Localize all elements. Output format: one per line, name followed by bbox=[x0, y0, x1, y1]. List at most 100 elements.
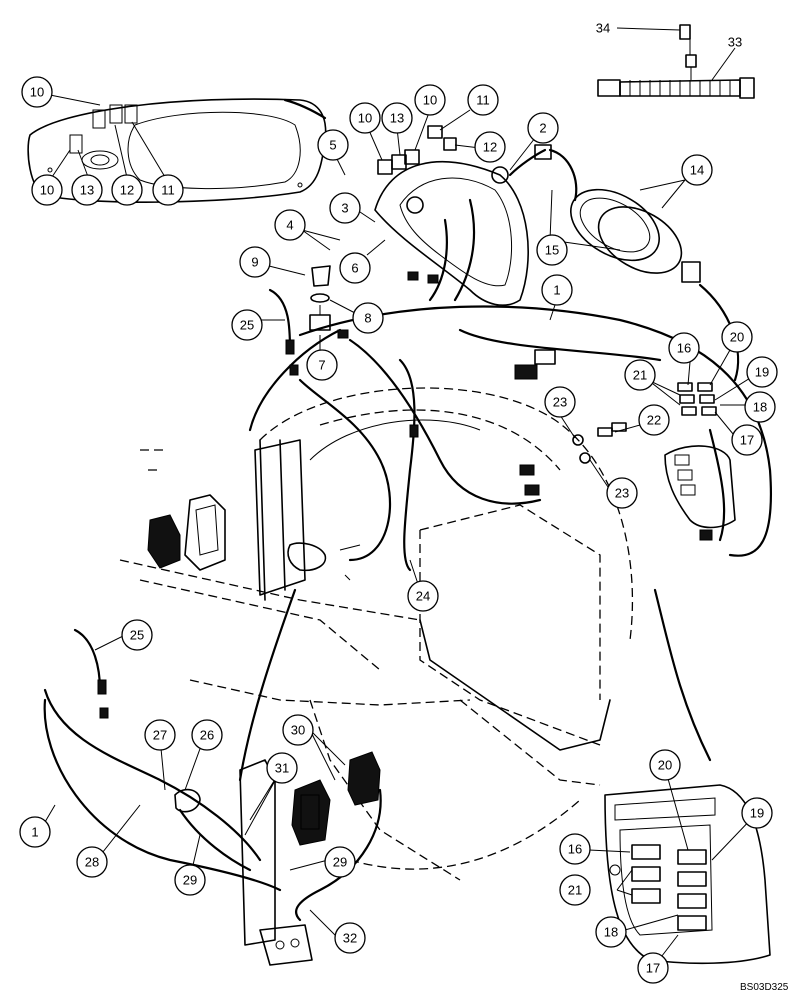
callout: 29 bbox=[174, 864, 206, 896]
svg-text:10: 10 bbox=[40, 183, 54, 198]
svg-text:17: 17 bbox=[740, 433, 754, 448]
svg-text:14: 14 bbox=[690, 163, 704, 178]
svg-text:32: 32 bbox=[343, 931, 357, 946]
svg-text:33: 33 bbox=[728, 35, 742, 50]
callout-plain: 34 bbox=[596, 21, 610, 36]
callout: 6 bbox=[339, 252, 371, 284]
svg-text:1: 1 bbox=[31, 825, 38, 840]
svg-text:20: 20 bbox=[730, 330, 744, 345]
callout: 14 bbox=[681, 154, 713, 186]
drawing-id: BS03D325 bbox=[740, 982, 789, 993]
callout: 10 bbox=[21, 76, 53, 108]
svg-text:15: 15 bbox=[545, 243, 559, 258]
svg-text:6: 6 bbox=[351, 261, 358, 276]
callout: 24 bbox=[407, 580, 439, 612]
callout: 10 bbox=[31, 174, 63, 206]
callout: 21 bbox=[559, 874, 591, 906]
svg-text:17: 17 bbox=[646, 961, 660, 976]
callout: 25 bbox=[231, 309, 263, 341]
callout: 12 bbox=[111, 174, 143, 206]
callout: 5 bbox=[317, 129, 349, 161]
callout: 26 bbox=[191, 719, 223, 751]
svg-text:9: 9 bbox=[251, 255, 258, 270]
svg-text:30: 30 bbox=[291, 723, 305, 738]
gauge-pair bbox=[570, 188, 701, 283]
svg-text:12: 12 bbox=[120, 183, 134, 198]
svg-text:16: 16 bbox=[677, 341, 691, 356]
callout: 11 bbox=[467, 84, 499, 116]
svg-text:19: 19 bbox=[750, 806, 764, 821]
svg-text:22: 22 bbox=[647, 413, 661, 428]
callout: 28 bbox=[76, 846, 108, 878]
svg-text:11: 11 bbox=[476, 93, 490, 108]
callout: 27 bbox=[144, 719, 176, 751]
svg-text:29: 29 bbox=[183, 873, 197, 888]
svg-text:7: 7 bbox=[318, 358, 325, 373]
svg-text:10: 10 bbox=[358, 111, 372, 126]
callout: 29 bbox=[324, 846, 356, 878]
svg-text:21: 21 bbox=[568, 883, 582, 898]
arrow-mark bbox=[283, 98, 327, 120]
wiring-harness bbox=[43, 148, 772, 922]
svg-text:3: 3 bbox=[341, 201, 348, 216]
callout: 12 bbox=[474, 131, 506, 163]
svg-text:13: 13 bbox=[80, 183, 94, 198]
svg-text:2: 2 bbox=[539, 121, 546, 136]
callout: 16 bbox=[668, 332, 700, 364]
svg-text:34: 34 bbox=[596, 21, 610, 36]
callout: 31 bbox=[266, 752, 298, 784]
callout: 20 bbox=[649, 749, 681, 781]
svg-text:1: 1 bbox=[553, 283, 560, 298]
harness-connector-top-right bbox=[597, 24, 755, 99]
switch-console-lower bbox=[604, 784, 771, 965]
svg-text:29: 29 bbox=[333, 855, 347, 870]
callout: 13 bbox=[381, 102, 413, 134]
svg-text:25: 25 bbox=[240, 318, 254, 333]
callout: 9 bbox=[239, 246, 271, 278]
svg-text:23: 23 bbox=[615, 486, 629, 501]
callout: 1 bbox=[541, 274, 573, 306]
callout: 13 bbox=[71, 174, 103, 206]
svg-text:21: 21 bbox=[633, 368, 647, 383]
callout: 15 bbox=[536, 234, 568, 266]
svg-text:23: 23 bbox=[553, 395, 567, 410]
pushbutton-assembly bbox=[309, 265, 331, 331]
callout: 21 bbox=[624, 359, 656, 391]
callout: 18 bbox=[744, 391, 776, 423]
svg-text:11: 11 bbox=[161, 183, 175, 198]
callout: 17 bbox=[731, 424, 763, 456]
callout: 11 bbox=[152, 174, 184, 206]
callout: 17 bbox=[637, 952, 669, 984]
svg-text:20: 20 bbox=[658, 758, 672, 773]
callout: 19 bbox=[746, 356, 778, 388]
callouts: 10 10 13 12 11 10 13 10 11 12 2 5 3 4 6 … bbox=[19, 21, 778, 984]
svg-text:19: 19 bbox=[755, 365, 769, 380]
svg-text:8: 8 bbox=[364, 311, 371, 326]
svg-text:12: 12 bbox=[483, 140, 497, 155]
switch-console-upper bbox=[664, 382, 736, 529]
callout: 20 bbox=[721, 321, 753, 353]
callout: 30 bbox=[282, 714, 314, 746]
svg-text:10: 10 bbox=[30, 85, 44, 100]
callout: 8 bbox=[352, 302, 384, 334]
callout: 10 bbox=[414, 84, 446, 116]
callout: 10 bbox=[349, 102, 381, 134]
callout: 32 bbox=[334, 922, 366, 954]
svg-text:10: 10 bbox=[423, 93, 437, 108]
callout: 23 bbox=[544, 386, 576, 418]
gauge-panel bbox=[374, 125, 552, 306]
lower-left-components bbox=[174, 751, 381, 966]
arrow-mark bbox=[238, 588, 297, 782]
svg-text:4: 4 bbox=[286, 218, 293, 233]
callout: 16 bbox=[559, 833, 591, 865]
loader-frame bbox=[119, 387, 634, 881]
svg-text:13: 13 bbox=[390, 111, 404, 126]
callout-plain: 33 bbox=[728, 35, 742, 50]
callout: 4 bbox=[274, 209, 306, 241]
svg-text:28: 28 bbox=[85, 855, 99, 870]
arrow-mark bbox=[653, 588, 712, 762]
callout: 1 bbox=[19, 816, 51, 848]
callout: 2 bbox=[527, 112, 559, 144]
svg-text:26: 26 bbox=[200, 728, 214, 743]
